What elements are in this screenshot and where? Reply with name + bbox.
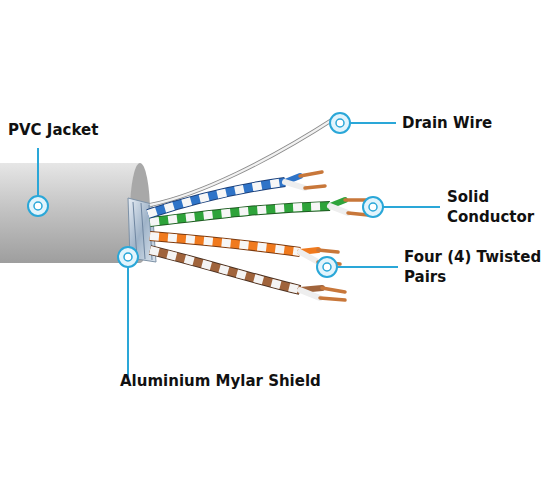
part-label: Four (4) Twisted Pairs bbox=[404, 247, 544, 288]
leader-lines bbox=[38, 123, 440, 380]
part-label: Aluminium Mylar Shield bbox=[120, 371, 440, 391]
part-label: Solid Conductor bbox=[447, 187, 552, 228]
blue-pair bbox=[148, 172, 325, 214]
brown-pair bbox=[150, 250, 345, 300]
part-label: PVC Jacket bbox=[8, 120, 148, 140]
pvc-jacket bbox=[0, 163, 140, 263]
part-label: Drain Wire bbox=[402, 113, 552, 133]
orange-pair bbox=[150, 236, 340, 264]
